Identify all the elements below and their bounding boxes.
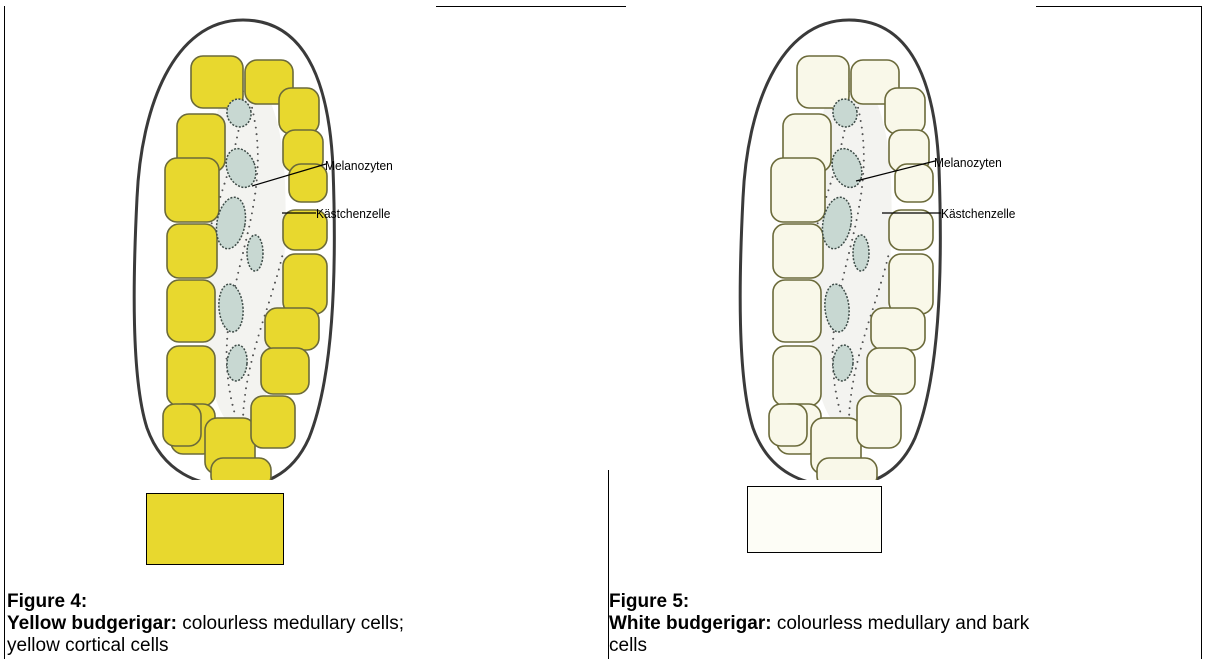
cortical-cell (773, 346, 821, 406)
figure-5-description: White budgerigar: colourless medullary a… (609, 613, 1199, 635)
cortical-cell (165, 158, 219, 222)
cortical-cell (265, 308, 319, 350)
feather-structure (134, 20, 334, 480)
white-color-swatch (747, 486, 882, 553)
melanocyte (853, 235, 869, 271)
cortical-cell (889, 254, 933, 314)
figure-4-panel: Melanozyten Kästchenzelle Figure 4: Yell… (0, 0, 604, 659)
cortical-cell (279, 88, 319, 134)
figure-4-caption-text: colourless medullary cells; (177, 613, 404, 634)
figure-4-number: Figure 4: (7, 591, 597, 613)
cortical-cell (771, 158, 825, 222)
cortical-cell (885, 88, 925, 134)
yellow-color-swatch (146, 493, 284, 565)
label-box-cell: Kästchenzelle (316, 206, 390, 221)
melanocyte (247, 235, 263, 271)
figure-4-caption: Figure 4: Yellow budgerigar: colourless … (7, 591, 597, 657)
cortical-cell (773, 224, 823, 278)
figure-4-caption-line2: yellow cortical cells (7, 635, 597, 657)
cortical-cell (167, 346, 215, 406)
cortical-cell (251, 396, 295, 448)
cortical-cell (163, 404, 201, 446)
figure-4-feather-cross-section (0, 0, 604, 480)
cortical-cell (261, 348, 309, 394)
figure-5-caption-line2: cells (609, 635, 1199, 657)
cortical-cell (871, 308, 925, 350)
cortical-cell (773, 280, 821, 342)
figure-5-caption: Figure 5: White budgerigar: colourless m… (609, 591, 1199, 657)
cortical-cell (889, 210, 933, 250)
cortical-cell (167, 224, 217, 278)
cortical-cell (857, 396, 901, 448)
figure-4-description: Yellow budgerigar: colourless medullary … (7, 613, 597, 635)
figure-4-caption-bold: Yellow budgerigar: (7, 613, 177, 634)
cortical-cell (167, 280, 215, 342)
cortical-cell (817, 458, 877, 480)
feather-structure (740, 20, 940, 480)
figure-5-caption-text: colourless medullary and bark (772, 613, 1030, 634)
cortical-cell (211, 458, 271, 480)
figure-5-panel: Melanozyten Kästchenzelle Figure 5: Whit… (604, 0, 1206, 659)
cortical-cell (769, 404, 807, 446)
label-melanocytes: Melanozyten (325, 158, 393, 173)
figure-5-feather-cross-section (604, 0, 1206, 480)
figure-5-number: Figure 5: (609, 591, 1199, 613)
cortical-cell (867, 348, 915, 394)
label-box-cell: Kästchenzelle (941, 206, 1015, 221)
figure-5-caption-bold: White budgerigar: (609, 613, 772, 634)
cortical-cell (283, 254, 327, 314)
label-melanocytes: Melanozyten (934, 155, 1002, 170)
